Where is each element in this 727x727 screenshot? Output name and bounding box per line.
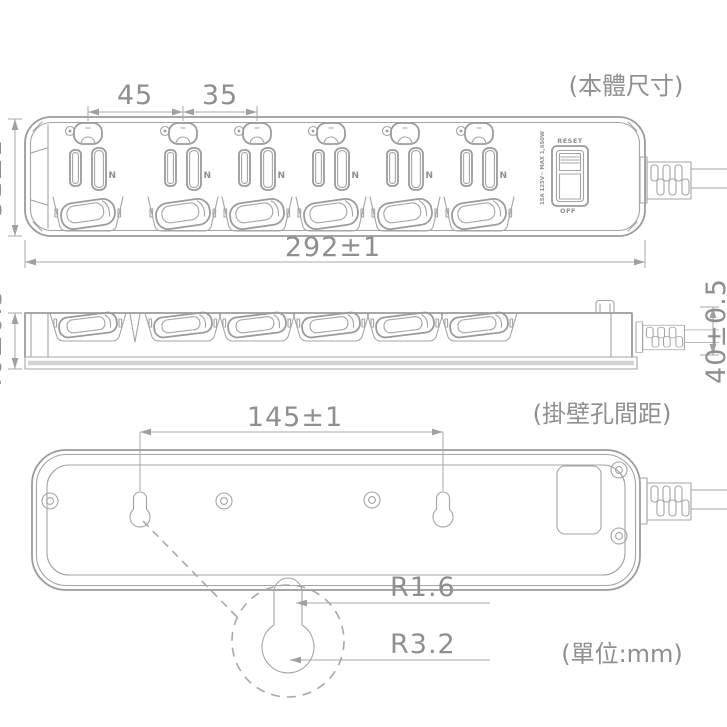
bottom-view: (掛壁孔間距) 145±1: [31, 400, 727, 591]
dim-width-label: 51±1: [0, 139, 8, 217]
cord-bottom-view: [639, 477, 727, 525]
dim-height-right-label: 40±0.5: [701, 278, 727, 384]
dim-height-left-label: 40±0.5: [0, 288, 8, 394]
outlet-1: [52, 122, 124, 232]
dim-45-label: 45: [117, 80, 153, 111]
keyhole-detail: R1.6 R3.2 (單位:mm): [142, 520, 683, 698]
radius-callout-large: R3.2: [290, 629, 490, 664]
side-view: 40±0.5 40±0.5: [0, 278, 727, 394]
detail-leader: [142, 520, 238, 618]
off-label: OFF: [560, 207, 576, 215]
rating-label: 15A 125V~ MAX 1,650W: [540, 131, 546, 205]
detail-circle: [231, 584, 345, 698]
caption-wall-pitch: (掛壁孔間距): [533, 400, 672, 428]
outlet-4: [295, 122, 367, 232]
caption-body-size: (本體尺寸): [569, 72, 684, 100]
keyhole-enlarged: [261, 577, 315, 674]
outlet-2: [147, 122, 219, 232]
dim-height-left: 40±0.5: [0, 288, 22, 394]
outlet-3: [221, 122, 293, 232]
dim-body-width: 51±1: [0, 118, 22, 237]
reset-label: RESET: [557, 137, 583, 145]
keyhole-left: [129, 491, 151, 528]
dim-292-label: 292±1: [285, 232, 381, 263]
reset-switch[interactable]: RESET OFF 15A 125V~ MAX 1,650W: [540, 131, 589, 215]
main-switch-side: [595, 299, 615, 314]
dim-body-length: 292±1: [24, 232, 646, 268]
radius-callout-small: R1.6: [296, 572, 490, 607]
cord-top-view: [639, 156, 727, 204]
r3-2-label: R3.2: [390, 629, 456, 660]
bottom-view-body: [31, 449, 641, 591]
dim-height-right: 40±0.5: [700, 278, 727, 384]
top-view-body: [24, 116, 646, 237]
dim-35-label: 35: [202, 80, 238, 111]
outlet-6: [443, 122, 515, 232]
dim-hook-pitch: 45 35: [87, 80, 258, 121]
keyhole-right: [432, 491, 454, 528]
caption-unit: (單位:mm): [561, 640, 683, 668]
label-plate: [556, 465, 602, 535]
r1-6-label: R1.6: [390, 572, 456, 603]
top-view: (本體尺寸) RESET OFF 15A 125V~ MAX 1,650W: [0, 72, 727, 268]
dim-keyhole-pitch: 145±1: [139, 402, 444, 491]
dim-145-label: 145±1: [247, 402, 343, 433]
outlet-5: [369, 122, 441, 232]
